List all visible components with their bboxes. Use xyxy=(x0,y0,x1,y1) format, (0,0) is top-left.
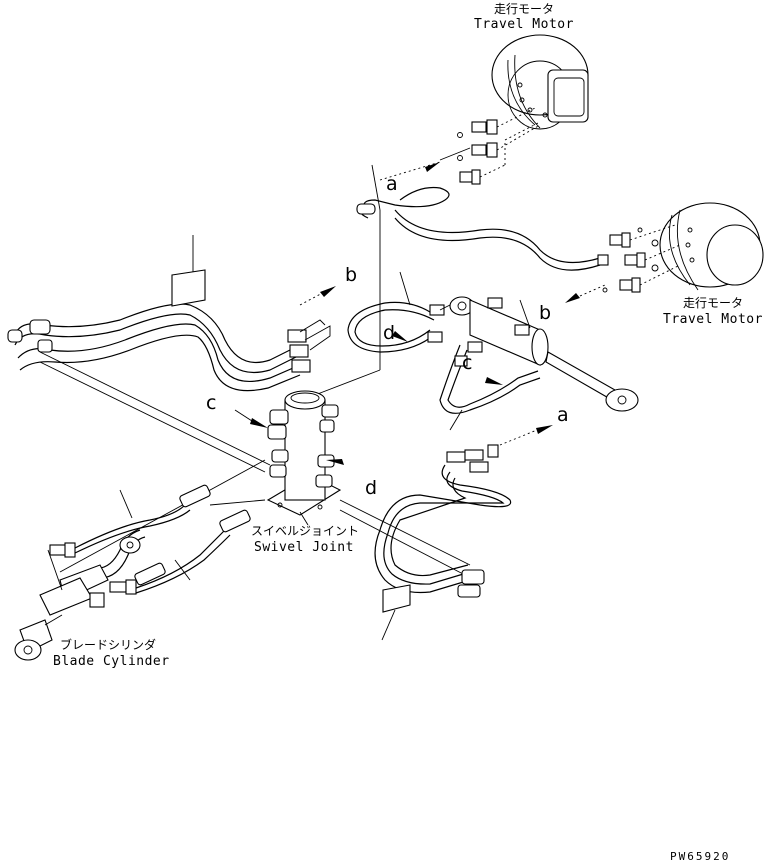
hose-d-upper xyxy=(347,271,461,353)
hose-c-right xyxy=(439,341,541,431)
left-upper-piping xyxy=(7,235,331,392)
leader-a-top xyxy=(379,161,441,181)
label-swivel-joint-en: Swivel Joint xyxy=(254,540,354,555)
ref-b-right: b xyxy=(539,302,552,324)
drawing-code: PW65920 xyxy=(670,850,731,863)
label-travel-motor-top-jp: 走行モータ xyxy=(494,2,555,16)
ref-a-top: a xyxy=(386,173,398,195)
arrow-c-left xyxy=(250,418,268,428)
arrow-d-upper xyxy=(392,331,408,342)
label-blade-cylinder-jp: ブレードシリンダ xyxy=(60,638,157,652)
arrow-a-right xyxy=(536,425,553,434)
label-blade-cylinder-en: Blade Cylinder xyxy=(53,654,170,669)
label-travel-motor-top-en: Travel Motor xyxy=(474,17,574,32)
frame-lines xyxy=(39,351,471,576)
ref-a-right: a xyxy=(557,404,569,426)
swivel-joint xyxy=(266,390,342,516)
travel-motor-right xyxy=(659,202,764,291)
hose-a-center xyxy=(314,164,450,396)
ref-c-right: c xyxy=(462,352,473,374)
arrow-d-swivel xyxy=(326,459,344,465)
travel-motor-top xyxy=(491,34,589,130)
right-motor-fittings xyxy=(602,224,681,293)
arrow-b-left xyxy=(320,286,336,297)
label-travel-motor-right-en: Travel Motor xyxy=(663,312,763,327)
arrow-a-top xyxy=(425,162,440,172)
blade-cylinder-assembly xyxy=(14,484,266,661)
ref-b-left: b xyxy=(345,264,358,286)
hydraulic-cylinder-upper xyxy=(449,296,639,412)
hose-to-right-motor xyxy=(394,209,609,271)
arrow-b-right xyxy=(565,293,580,303)
lower-right-piping xyxy=(374,444,512,641)
ref-c-left: c xyxy=(206,392,217,414)
ref-d-bottom: d xyxy=(365,477,378,499)
label-travel-motor-right-jp: 走行モータ xyxy=(683,296,744,310)
ref-d-left: d xyxy=(383,322,396,344)
top-motor-fittings xyxy=(439,107,541,185)
arrow-c-right xyxy=(485,377,503,385)
leader-swivel xyxy=(299,511,309,526)
label-swivel-joint-jp: スイベルジョイント xyxy=(251,524,360,538)
